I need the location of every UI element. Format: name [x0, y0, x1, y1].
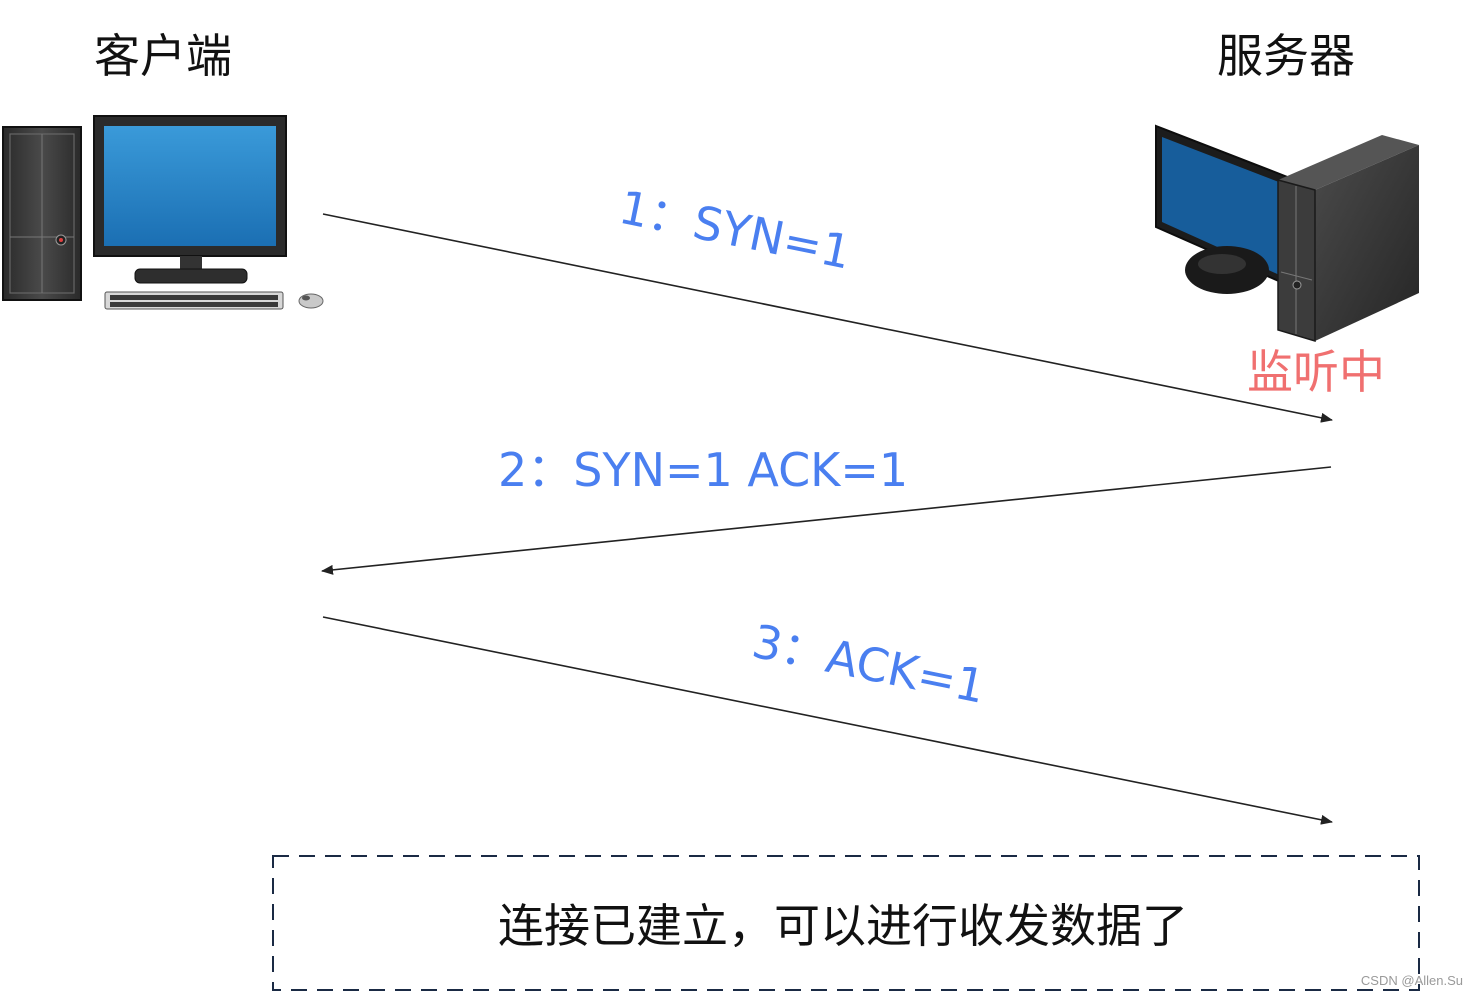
message-1-label: 1：SYN=1 [615, 180, 856, 280]
connection-established-box [272, 855, 1420, 991]
message-3-label: 3：ACK=1 [748, 614, 990, 714]
message-3-arrow [322, 616, 1333, 825]
message-1-arrow [322, 213, 1333, 423]
watermark: CSDN @Allen.Su [1361, 973, 1463, 988]
server-status-label: 监听中 [1247, 345, 1385, 399]
server-title: 服务器 [1217, 29, 1355, 83]
message-2-label: 2：SYN=1 ACK=1 [498, 443, 908, 497]
connection-established-label: 连接已建立，可以进行收发数据了 [498, 899, 1188, 953]
server-tower-icon [1155, 124, 1419, 343]
message-2-arrow [321, 466, 1332, 575]
client-title: 客户端 [94, 29, 232, 83]
desktop-computer-icon [2, 115, 324, 310]
